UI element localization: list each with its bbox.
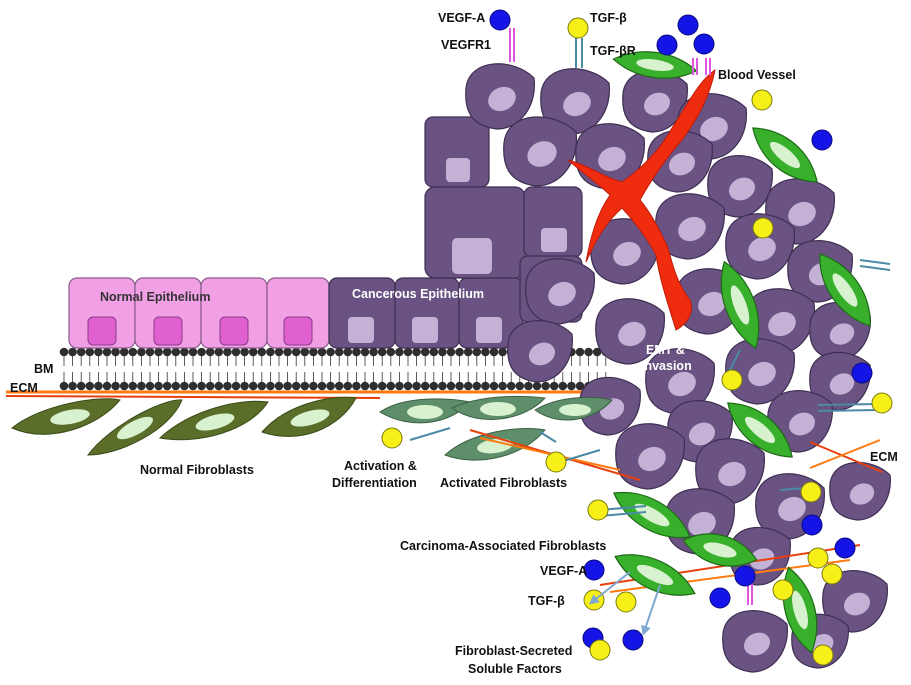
label-secreted-line2: Soluble Factors — [468, 662, 562, 676]
label-normal-fibroblasts: Normal Fibroblasts — [140, 463, 254, 477]
label-activated-fibroblasts: Activated Fibroblasts — [440, 476, 567, 490]
normal-fibroblasts — [12, 397, 356, 455]
label-emt-line2: Invasion — [641, 359, 692, 373]
label-tgf-beta-bottom: TGF-β — [528, 594, 565, 608]
label-tgf-beta-top: TGF-β — [590, 11, 627, 25]
tgf-beta-molecule — [590, 640, 610, 660]
label-activation-line1: Activation & — [344, 459, 417, 473]
tgf-beta-molecule — [822, 564, 842, 584]
tgf-beta-molecule — [872, 393, 892, 413]
vegf-a-molecule — [623, 630, 643, 650]
vegf-a-molecule — [490, 10, 510, 30]
vegf-a-molecule — [852, 363, 872, 383]
tgf-beta-receptor — [818, 410, 878, 411]
label-emt-line1: EMT & — [646, 343, 685, 357]
vegf-a-molecule — [678, 15, 698, 35]
vegf-a-molecule — [802, 515, 822, 535]
label-tgf-beta-receptor: TGF-βR — [590, 44, 636, 58]
vegf-a-molecule — [735, 566, 755, 586]
tgf-beta-molecule — [382, 428, 402, 448]
label-ecm-right: ECM — [870, 450, 898, 464]
tgf-beta-molecule — [588, 500, 608, 520]
label-vegf-a-bottom: VEGF-A — [540, 564, 587, 578]
tgf-beta-molecule — [752, 90, 772, 110]
label-bm: BM — [34, 362, 53, 376]
vegf-a-molecule — [835, 538, 855, 558]
tgf-beta-molecule — [568, 18, 588, 38]
vegf-a-molecule — [694, 34, 714, 54]
vegf-a-molecule — [657, 35, 677, 55]
tgf-beta-molecule — [808, 548, 828, 568]
tgf-beta-receptor — [540, 432, 556, 442]
tgf-beta-receptor — [860, 266, 890, 270]
tgf-beta-molecule — [546, 452, 566, 472]
tgf-beta-molecule — [801, 482, 821, 502]
tgf-beta-molecule — [753, 218, 773, 238]
tgf-beta-molecule — [813, 645, 833, 665]
label-ecm-left: ECM — [10, 381, 38, 395]
tgf-beta-molecule — [773, 580, 793, 600]
tgf-beta-molecule — [616, 592, 636, 612]
label-normal-epithelium: Normal Epithelium — [100, 290, 210, 304]
tgf-beta-receptor — [818, 404, 878, 405]
label-cancerous-epithelium: Cancerous Epithelium — [352, 287, 484, 301]
tgf-beta-molecule — [722, 370, 742, 390]
normal-epithelium-cells — [69, 278, 329, 348]
label-vegf-a-top: VEGF-A — [438, 11, 485, 25]
vegf-a-molecule — [812, 130, 832, 150]
tgf-beta-receptor — [410, 428, 450, 440]
tgf-beta-receptor — [860, 260, 890, 264]
label-activation-line2: Differentiation — [332, 476, 417, 490]
vegf-a-molecule — [710, 588, 730, 608]
label-secreted-line1: Fibroblast-Secreted — [455, 644, 572, 658]
label-caf: Carcinoma-Associated Fibroblasts — [400, 539, 606, 553]
label-blood-vessel: Blood Vessel — [718, 68, 796, 82]
activated-fibroblasts — [380, 396, 612, 460]
label-vegfr1: VEGFR1 — [441, 38, 491, 52]
